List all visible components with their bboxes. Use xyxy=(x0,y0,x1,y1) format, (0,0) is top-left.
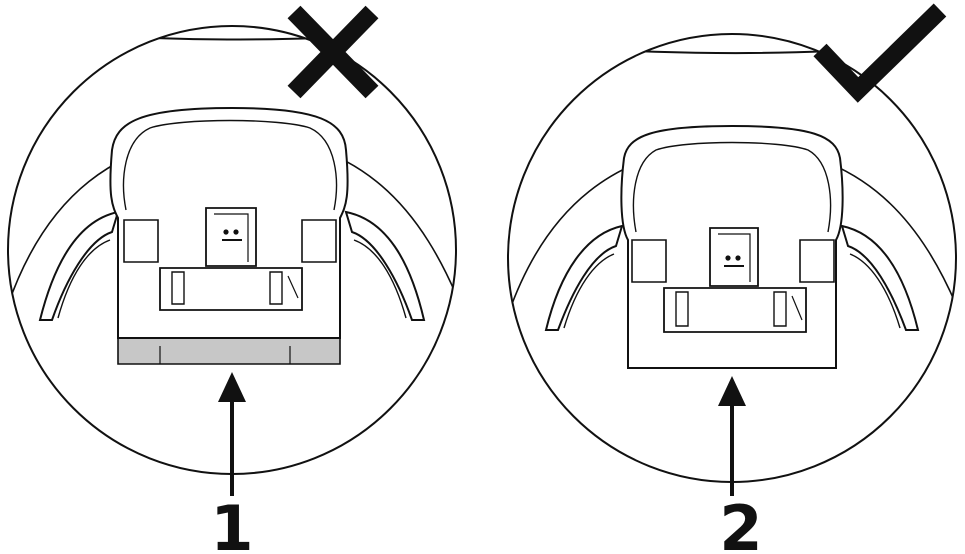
step-number-2: 2 xyxy=(719,492,762,554)
arrow-2 xyxy=(718,376,746,496)
left-arm xyxy=(38,210,120,321)
component-1 xyxy=(109,106,349,365)
right-arm xyxy=(344,210,426,321)
panel-2: 2 xyxy=(507,3,957,554)
housing-dome xyxy=(39,29,431,41)
left-arm xyxy=(544,224,624,331)
arrow-1 xyxy=(218,372,246,496)
component-2 xyxy=(620,124,844,369)
x-mark-icon xyxy=(287,5,379,99)
panel-1: 1 xyxy=(7,5,457,554)
step-number-1: 1 xyxy=(210,492,253,554)
housing-dome xyxy=(539,43,931,55)
exposed-edge-shading xyxy=(117,337,341,365)
right-arm xyxy=(840,224,920,331)
check-mark-icon xyxy=(813,3,947,103)
